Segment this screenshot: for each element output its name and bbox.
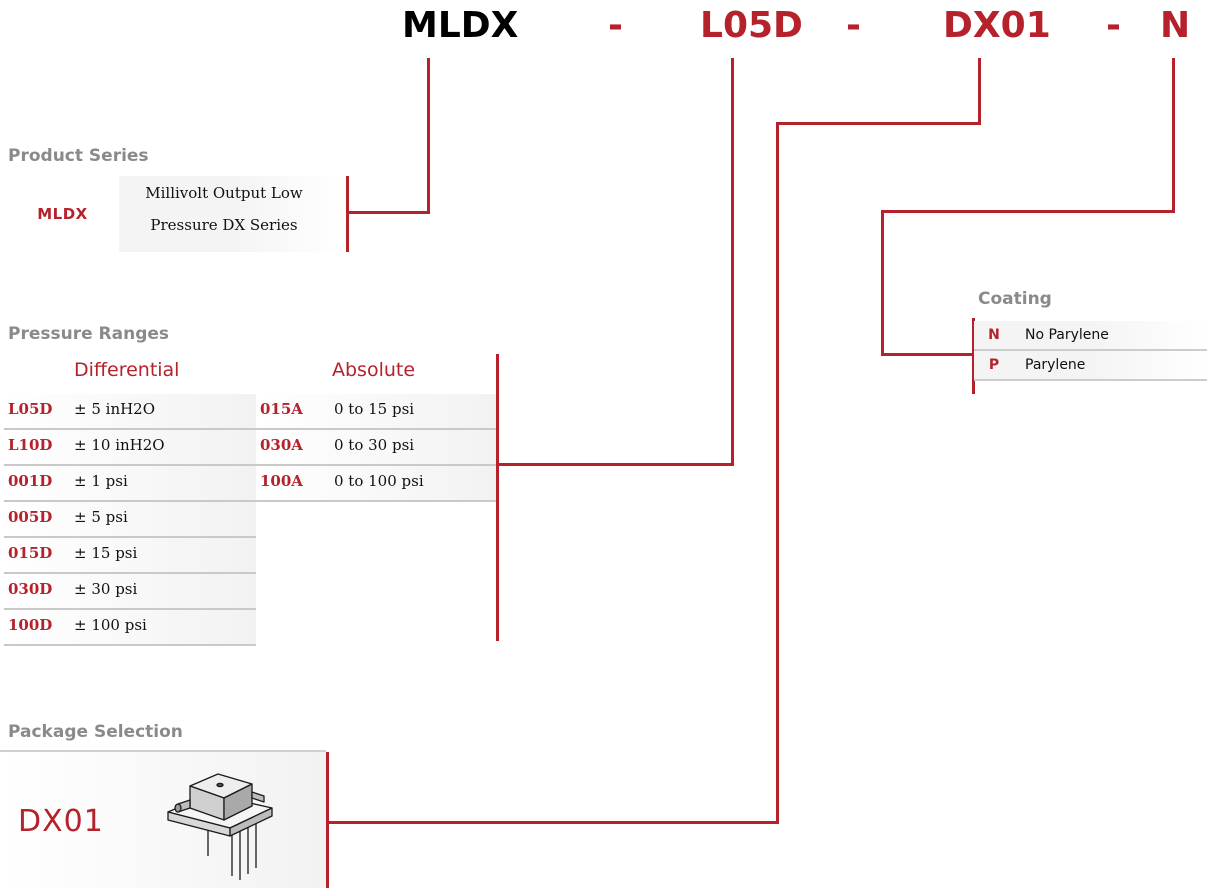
coating-code: P: [988, 357, 1000, 373]
table-row: N No Parylene: [974, 321, 1207, 351]
absolute-table: 015A 0 to 15 psi 030A 0 to 30 psi 100A 0…: [256, 394, 496, 502]
differential-code: 030D: [8, 580, 53, 598]
absolute-range: 0 to 15 psi: [334, 400, 415, 418]
table-row: 001D ± 1 psi: [4, 466, 256, 502]
pn-dash-1: -: [608, 5, 623, 46]
pn-range: L05D: [700, 5, 803, 46]
coating-bracket-line: [972, 318, 975, 394]
connector-series-v: [427, 58, 430, 213]
table-row: 005D ± 5 psi: [4, 502, 256, 538]
connector-package-v2: [776, 122, 779, 824]
differential-range: ± 1 psi: [74, 472, 128, 490]
differential-code: 001D: [8, 472, 53, 490]
differential-table: L05D ± 5 inH2O L10D ± 10 inH2O 001D ± 1 …: [4, 394, 256, 646]
product-series-box: MLDX Millivolt Output Low Pressure DX Se…: [6, 176, 349, 252]
connector-series-h: [348, 211, 430, 214]
product-series-code-cell: MLDX: [6, 176, 119, 252]
table-row: L05D ± 5 inH2O: [4, 394, 256, 430]
pn-dash-2: -: [846, 5, 861, 46]
table-row: 030A 0 to 30 psi: [256, 430, 496, 466]
pressure-bracket-line: [496, 354, 499, 641]
pn-dash-3: -: [1106, 5, 1121, 46]
differential-header: Differential: [74, 359, 180, 381]
table-row: 015D ± 15 psi: [4, 538, 256, 574]
coating-table: N No Parylene P Parylene: [974, 321, 1207, 395]
pn-coating: N: [1160, 5, 1191, 46]
product-series-divider: [346, 176, 349, 252]
differential-range: ± 15 psi: [74, 544, 138, 562]
differential-range: ± 30 psi: [74, 580, 138, 598]
coating-label: No Parylene: [1025, 327, 1109, 343]
package-divider: [326, 752, 329, 888]
differential-range: ± 100 psi: [74, 616, 147, 634]
table-row: P Parylene: [974, 351, 1207, 381]
table-row: 100D ± 100 psi: [4, 610, 256, 646]
connector-range-h: [496, 463, 734, 466]
package-code: DX01: [18, 804, 104, 839]
pn-package: DX01: [943, 5, 1051, 46]
absolute-code: 100A: [260, 472, 303, 490]
absolute-code: 030A: [260, 436, 303, 454]
coating-title: Coating: [978, 289, 1052, 309]
table-row: L10D ± 10 inH2O: [4, 430, 256, 466]
differential-range: ± 10 inH2O: [74, 436, 165, 454]
connector-coating-h1: [881, 210, 1175, 213]
connector-package-v1: [978, 58, 981, 125]
product-series-desc-cell: Millivolt Output Low Pressure DX Series: [119, 176, 346, 252]
connector-range-v: [731, 58, 734, 466]
differential-range: ± 5 inH2O: [74, 400, 156, 418]
differential-code: L05D: [8, 400, 53, 418]
product-series-title: Product Series: [8, 146, 149, 166]
sensor-package-icon: [160, 764, 280, 882]
differential-range: ± 5 psi: [74, 508, 128, 526]
absolute-range: 0 to 30 psi: [334, 436, 415, 454]
product-series-desc-line2: Pressure DX Series: [150, 216, 298, 234]
package-selection-box: DX01: [0, 750, 329, 888]
differential-code: 015D: [8, 544, 53, 562]
package-selection-title: Package Selection: [8, 722, 183, 742]
coating-code: N: [988, 327, 1000, 343]
absolute-code: 015A: [260, 400, 303, 418]
differential-code: 100D: [8, 616, 53, 634]
pressure-ranges-title: Pressure Ranges: [8, 324, 170, 344]
differential-code: L10D: [8, 436, 53, 454]
connector-coating-v2: [881, 210, 884, 356]
table-row: 100A 0 to 100 psi: [256, 466, 496, 502]
pn-series: MLDX: [402, 5, 519, 46]
connector-package-h2: [329, 821, 779, 824]
table-row: 015A 0 to 15 psi: [256, 394, 496, 430]
product-series-desc-line1: Millivolt Output Low: [145, 184, 303, 202]
connector-coating-h2: [881, 353, 974, 356]
coating-label: Parylene: [1025, 357, 1086, 373]
absolute-range: 0 to 100 psi: [334, 472, 424, 490]
differential-code: 005D: [8, 508, 53, 526]
product-series-code: MLDX: [37, 205, 88, 223]
absolute-header: Absolute: [332, 359, 416, 381]
table-row: 030D ± 30 psi: [4, 574, 256, 610]
connector-coating-v1: [1172, 58, 1175, 213]
connector-package-h1: [776, 122, 981, 125]
